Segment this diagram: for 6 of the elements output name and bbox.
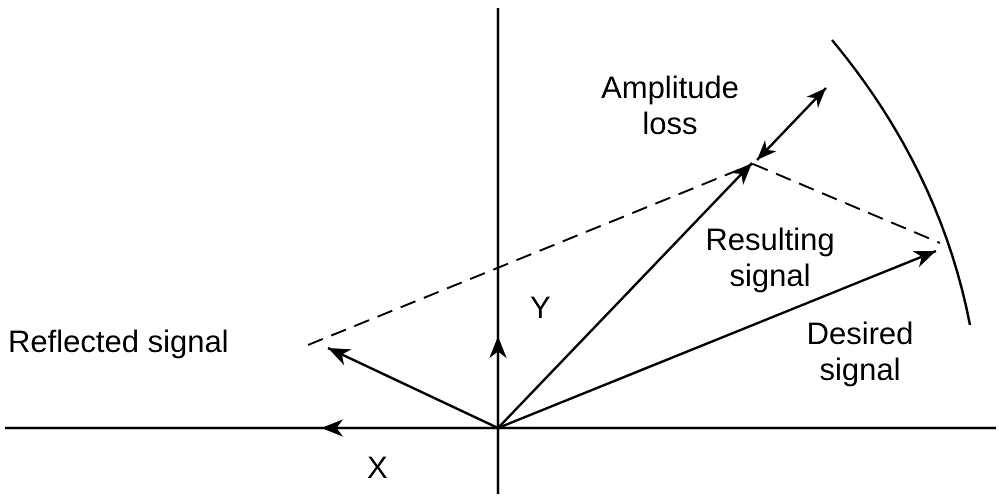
axis-label: Y (530, 290, 552, 326)
annotation-text: Amplitude loss (600, 70, 740, 142)
vector-label: Desired signal (806, 316, 914, 388)
vector-label: Resulting signal (704, 222, 836, 294)
vector-label: Reflected signal (8, 324, 230, 360)
axis-label: X (367, 450, 389, 486)
